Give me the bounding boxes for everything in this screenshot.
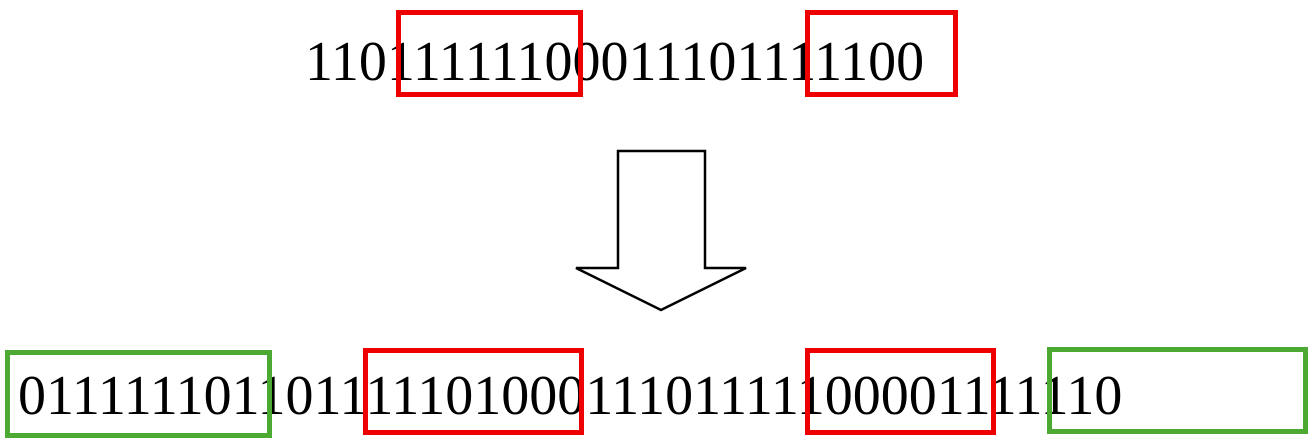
start-flag-box (5, 350, 272, 438)
input-suffix-bits: 00 (868, 31, 925, 93)
input-highlight-box-1 (396, 10, 583, 97)
output-highlight-box-2 (805, 348, 996, 435)
output-end-flag: 01111110 (908, 365, 1123, 427)
output-stuffed-run-2: 111110 (693, 365, 853, 427)
output-highlight-box-1 (363, 348, 584, 435)
input-middle-bits: 0001110 (544, 31, 737, 93)
input-highlight-box-2 (805, 10, 958, 97)
down-arrow-icon (575, 149, 747, 312)
input-prefix-bits: 110 (305, 31, 387, 93)
end-flag-box (1047, 347, 1308, 434)
output-middle-bits: 0001110 (501, 365, 694, 427)
output-start-flag: 01111110 (18, 365, 232, 427)
output-bit-string: 0111111011011111010001110111110000111111… (18, 368, 1122, 424)
output-prefix-bits: 110 (231, 365, 314, 427)
input-ones-run-2: 11111 (736, 31, 869, 93)
input-ones-run-1: 111111 (386, 31, 545, 93)
output-stuffed-run-1: 1111101 (313, 365, 502, 427)
output-suffix-bits: 00 (852, 365, 909, 427)
input-bit-string: 11011111100011101111100 (305, 34, 924, 90)
